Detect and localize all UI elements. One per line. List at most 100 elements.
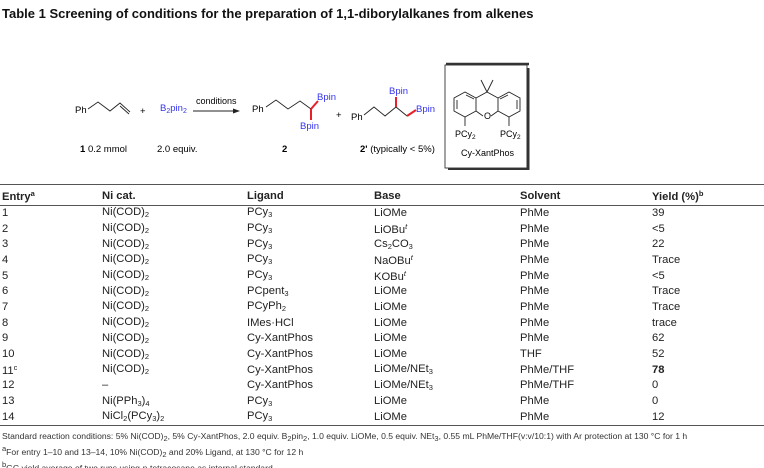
cell-entry: 8: [2, 316, 9, 329]
cell-ligand: PCyPh2: [247, 300, 286, 314]
cell-ligand: PCy3: [247, 253, 273, 267]
cell-base: LiOMe: [374, 332, 407, 345]
header-ligand: Ligand: [247, 190, 284, 202]
table-row: 7 Ni(COD)2 PCyPh2 LiOMe PhMe Trace: [0, 299, 764, 315]
cell-entry: 1: [2, 206, 9, 219]
cell-solvent: PhMe: [520, 410, 550, 423]
cell-ni-cat: Ni(COD)2: [102, 222, 150, 236]
cell-solvent: PhMe/THF: [520, 379, 575, 392]
cell-solvent: PhMe: [520, 332, 550, 345]
reagent-amount: 2.0 equiv.: [157, 144, 198, 155]
cell-solvent: PhMe: [520, 238, 550, 251]
cell-base: LiOMe/NEt3: [374, 363, 433, 377]
cell-ligand: PCy3: [247, 269, 273, 283]
cell-yield: 0: [652, 395, 659, 408]
cell-entry: 7: [2, 300, 9, 313]
cell-solvent: PhMe: [520, 285, 550, 298]
reagent-b2pin2: B2pin2: [160, 103, 187, 115]
cell-yield: 52: [652, 348, 665, 361]
cell-base: NaOBut: [374, 252, 413, 267]
header-base: Base: [374, 190, 401, 202]
cell-yield: Trace: [652, 285, 681, 298]
cell-solvent: PhMe: [520, 269, 550, 282]
footnote: Standard reaction conditions: 5% Ni(COD)…: [2, 431, 688, 443]
cell-ni-cat: Ni(COD)2: [102, 363, 150, 377]
cell-ligand: Cy-XantPhos: [247, 348, 313, 361]
cell-solvent: THF: [520, 348, 542, 361]
cell-base: LiOMe/NEt3: [374, 378, 433, 392]
ph-label: Ph: [75, 105, 87, 116]
cell-ni-cat: NiCl2(PCy3)2: [102, 410, 165, 424]
cell-ligand: PCy3: [247, 394, 273, 408]
cell-ni-cat: Ni(COD)2: [102, 316, 150, 330]
arrow-label: conditions: [196, 96, 237, 106]
cell-ni-cat: Ni(COD)2: [102, 237, 150, 251]
substrate-label: 1 0.2 mmol: [80, 144, 127, 155]
bpin-label: Bpin: [416, 104, 435, 115]
cell-ligand: PCy3: [247, 206, 273, 220]
cell-base: KOBut: [374, 268, 406, 283]
cell-base: LiOMe: [374, 348, 407, 361]
cell-entry: 2: [2, 222, 9, 235]
cell-ni-cat: Ni(COD)2: [102, 269, 150, 283]
cell-ligand: Cy-XantPhos: [247, 379, 313, 392]
cell-solvent: PhMe: [520, 222, 550, 235]
cell-yield: <5: [652, 222, 665, 235]
product-number: 2: [282, 144, 287, 155]
footnote: aFor entry 1–10 and 13–14, 10% Ni(COD)2 …: [2, 444, 304, 460]
plus-sign: +: [140, 106, 146, 117]
cell-ni-cat: –: [102, 379, 109, 392]
cell-entry: 10: [2, 348, 15, 361]
cell-solvent: PhMe/THF: [520, 363, 575, 376]
cell-ni-cat: Ni(COD)2: [102, 284, 150, 298]
cell-entry: 12: [2, 379, 15, 392]
pcy2-label: PCy2: [455, 129, 476, 141]
cell-entry: 13: [2, 395, 15, 408]
cell-ligand: PCy3: [247, 237, 273, 251]
cell-yield: Trace: [652, 300, 681, 313]
cell-solvent: PhMe: [520, 253, 550, 266]
cell-ligand: IMes·HCl: [247, 316, 294, 329]
table-top-rule: [0, 184, 764, 185]
cell-ni-cat: Ni(COD)2: [102, 331, 150, 345]
table-bottom-rule: [0, 425, 764, 426]
conditions-table: Entrya Ni cat. Ligand Base Solvent Yield…: [0, 187, 764, 425]
cell-entry: 6: [2, 285, 9, 298]
cell-base: LiOMe: [374, 316, 407, 329]
ph-label: Ph: [351, 112, 363, 123]
cell-solvent: PhMe: [520, 395, 550, 408]
cell-entry: 9: [2, 332, 9, 345]
arrow-head: [233, 108, 240, 114]
header-entry: Entrya: [2, 189, 35, 203]
cell-ligand: Cy-XantPhos: [247, 363, 313, 376]
header-rule: [0, 205, 764, 206]
cell-yield: <5: [652, 269, 665, 282]
cell-yield: Trace: [652, 253, 681, 266]
cell-solvent: PhMe: [520, 300, 550, 313]
cell-solvent: PhMe: [520, 206, 550, 219]
cell-ni-cat: Ni(COD)2: [102, 300, 150, 314]
cell-ni-cat: Ni(COD)2: [102, 206, 150, 220]
byproduct-label: 2' (typically < 5%): [360, 144, 435, 155]
cell-base: LiOMe: [374, 285, 407, 298]
footnote: bGC yield average of two runs using n-te…: [2, 460, 273, 468]
cell-entry: 4: [2, 253, 9, 266]
cell-base: LiOMe: [374, 300, 407, 313]
cell-base: LiOMe: [374, 395, 407, 408]
table-header-row: Entrya Ni cat. Ligand Base Solvent Yield…: [0, 187, 764, 205]
table-title: Table 1 Screening of conditions for the …: [2, 6, 534, 21]
reaction-scheme: Ph + B2pin2 conditions Ph Bpin Bpin + Ph…: [75, 62, 530, 170]
boron-bonds: [310, 97, 417, 120]
cell-ni-cat: Ni(COD)2: [102, 347, 150, 361]
cell-yield: trace: [652, 316, 677, 329]
